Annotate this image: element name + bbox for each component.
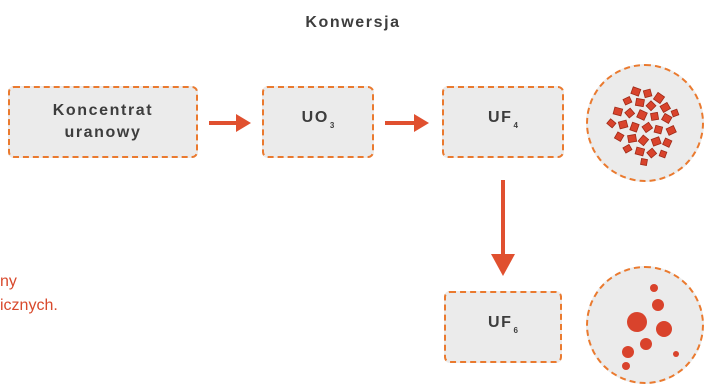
node-uranium-concentrate: Koncentrat uranowy bbox=[8, 86, 198, 158]
caption-text: ny icznych. bbox=[0, 270, 58, 318]
crystal-cluster-graphic bbox=[606, 86, 680, 166]
node-uf6: UF6 bbox=[444, 291, 562, 363]
arrow-uo3-to-uf4 bbox=[385, 114, 429, 132]
node-uf6-formula: UF6 bbox=[488, 314, 518, 335]
caption-line1: ny bbox=[0, 273, 17, 290]
node-uf4-formula: UF4 bbox=[488, 109, 518, 130]
diagram-title: Konwersja bbox=[305, 14, 401, 31]
caption-line2: icznych. bbox=[0, 297, 58, 314]
arrow-uf4-to-uf6 bbox=[491, 180, 515, 276]
arrow-concentrate-to-uo3 bbox=[209, 114, 251, 132]
node-concentrate-line2: uranowy bbox=[64, 124, 142, 141]
node-uo3: UO3 bbox=[262, 86, 374, 158]
node-uf4: UF4 bbox=[442, 86, 564, 158]
uf4-crystals-illustration bbox=[586, 64, 704, 182]
uf6-gas-illustration bbox=[586, 266, 704, 384]
gas-bubbles-graphic bbox=[622, 284, 679, 370]
node-concentrate-line1: Koncentrat bbox=[52, 102, 154, 119]
node-uo3-formula: UO3 bbox=[301, 109, 335, 130]
